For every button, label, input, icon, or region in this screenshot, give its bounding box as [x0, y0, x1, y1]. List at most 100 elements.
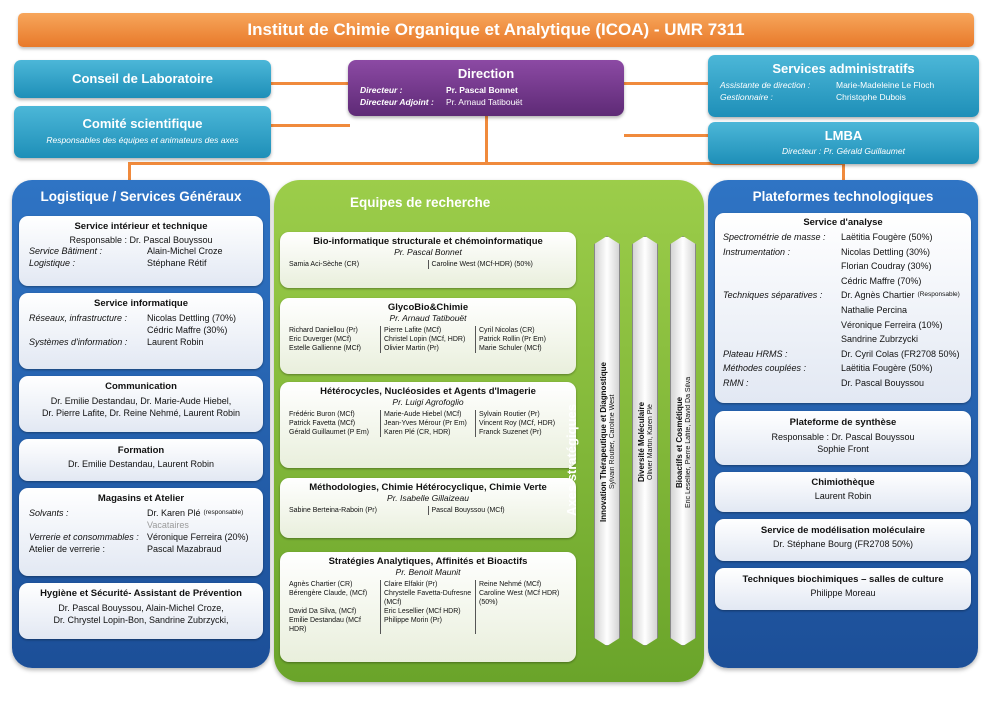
analyse-row: Spectrométrie de masse :Laëtitia Fougère… — [723, 230, 963, 245]
team-member: Frédéric Buron (MCf) — [289, 411, 355, 418]
synthese-title: Plateforme de synthèse — [789, 417, 897, 428]
communication-title: Communication — [105, 381, 177, 392]
chimiotheque-line: Laurent Robin — [814, 491, 872, 501]
row-key: Systèmes d'information : — [29, 337, 128, 347]
member-column: Marie-Aude Hiebel (MCf)Jean-Yves Mérour … — [380, 410, 475, 437]
row-key — [723, 332, 841, 347]
team-member: Estelle Gallienne (MCf) — [289, 345, 361, 352]
row-key — [723, 303, 841, 318]
team-member: David Da Silva, (MCf) — [289, 608, 357, 615]
row-key: Techniques séparatives : — [723, 290, 823, 301]
team-lead: Pr. Isabelle Gillaizeau — [387, 493, 469, 503]
magasins-title: Magasins et Atelier — [97, 493, 185, 504]
team-member: Marie Schuler (MCf) — [479, 345, 542, 352]
hygiene-line: Dr. Pascal Bouyssou, Alain-Michel Croze, — [58, 603, 224, 613]
team-member: Sylvain Routier (Pr) — [479, 411, 540, 418]
analyse-row: RMN :Dr. Pascal Bouyssou — [723, 376, 963, 391]
lmba-subtitle: Directeur : Pr. Gérald Guillaumet — [782, 146, 905, 156]
modelisation-line: Dr. Stéphane Bourg (FR2708 50%) — [772, 539, 914, 549]
member-column: Claire Elfakir (Pr)Chrystelle Favetta-Du… — [380, 580, 475, 634]
analyse-row: Instrumentation :Nicolas Dettling (30%) — [723, 245, 963, 260]
formation-line: Dr. Emilie Destandau, Laurent Robin — [67, 459, 215, 469]
service-info-row: Cédric Maffre (30%) — [29, 324, 253, 336]
row-value: Cédric Maffre (70%) — [841, 275, 922, 286]
team-member: Vincent Roy (MCf, HDR) — [479, 420, 556, 427]
direction-value: Pr. Pascal Bonnet — [446, 85, 518, 95]
team-card: Hétérocycles, Nucléosides et Agents d'Im… — [280, 382, 576, 468]
hygiene-card: Hygiène et Sécurité- Assistant de Préven… — [19, 583, 263, 639]
team-member: Pascal Bouyssou (MCf) — [431, 507, 505, 514]
row-key — [29, 519, 147, 531]
services-admin-value: Christophe Dubois — [836, 92, 906, 102]
team-member: Patrick Favetta (MCf) — [289, 420, 356, 427]
row-value: Dr. Cyril Colas (FR2708 50%) — [841, 348, 960, 359]
magasins-row: Vacataires — [29, 519, 253, 531]
team-member: Philippe Morin (Pr) — [384, 617, 442, 624]
team-member: Sabine Berteina-Raboin (Pr) — [289, 507, 377, 514]
team-member: Caroline West (MCf-HDR) (50%) — [431, 261, 533, 268]
service-info-card: Service informatique Réseaux, infrastruc… — [19, 293, 263, 369]
equipes-title: Equipes de recherche — [350, 195, 491, 210]
team-members: Richard Daniellou (Pr)Eric Duverger (MCf… — [286, 326, 570, 353]
row-note: (responsable) — [203, 509, 244, 516]
axis-title: Bioactifs et Cosmétique — [675, 396, 684, 488]
connector-horizontal — [128, 162, 844, 165]
direction-key: Directeur Adjoint : — [360, 97, 434, 107]
team-member: (MCf) — [384, 599, 402, 606]
axis-title: Innovation Thérapeutique et Diagnostique — [599, 362, 608, 523]
team-member: Claire Elfakir (Pr) — [384, 581, 438, 588]
services-admin-key: Gestionnaire : — [720, 92, 773, 102]
row-value: Pascal Mazabraud — [147, 544, 222, 554]
connector-right — [624, 82, 708, 85]
team-member: Agnès Chartier (CR) — [289, 581, 353, 588]
service-info-row: Réseaux, infrastructure :Nicolas Dettlin… — [29, 312, 253, 324]
row-value: Alain-Michel Croze — [147, 246, 223, 256]
direction-rows: Directeur :Pr. Pascal Bonnet Directeur A… — [348, 84, 624, 108]
team-member: Reine Nehmé (MCf) — [479, 581, 542, 588]
axis-members: Eric Lesellier, Pierre Lafite, David Da … — [685, 376, 692, 508]
row-key: Plateau HRMS : — [723, 348, 788, 359]
plateformes-column: Plateformes technologiques Service d'ana… — [708, 180, 978, 668]
connector-left-2 — [270, 124, 350, 127]
conseil-box: Conseil de Laboratoire — [14, 60, 271, 98]
member-column: Caroline West (MCf-HDR) (50%) — [427, 260, 571, 269]
team-member: Samia Aci-Sèche (CR) — [289, 261, 360, 268]
member-column: Samia Aci-Sèche (CR) — [286, 260, 428, 269]
formation-title: Formation — [117, 445, 165, 456]
page-title: Institut de Chimie Organique et Analytiq… — [18, 13, 974, 47]
comite-subtitle: Responsables des équipes et animateurs d… — [46, 135, 239, 145]
team-member: Pierre Lafite (MCf) — [384, 327, 442, 334]
service-interieur-row: Service Bâtiment :Alain-Michel Croze — [29, 245, 253, 257]
row-key — [29, 324, 147, 336]
row-value: Vacataires — [147, 520, 189, 530]
biochimiques-line: Philippe Moreau — [810, 588, 876, 598]
team-member: (50%) — [479, 599, 498, 606]
row-key: Logistique : — [29, 258, 76, 268]
service-interieur-card: Service intérieur et technique Responsab… — [19, 216, 263, 286]
formation-card: Formation Dr. Emilie Destandau, Laurent … — [19, 439, 263, 481]
team-members: Sabine Berteina-Raboin (Pr) Pascal Bouyss… — [286, 506, 570, 515]
services-admin-key: Assistante de direction : — [720, 80, 811, 90]
team-members: Samia Aci-Sèche (CR) Caroline West (MCf-H… — [286, 260, 570, 269]
row-key: Solvants : — [29, 508, 69, 518]
team-member: Cyril Nicolas (CR) — [479, 327, 535, 334]
member-column: Sabine Berteina-Raboin (Pr) — [286, 506, 428, 515]
connector-drop-right — [842, 162, 845, 182]
team-members: Frédéric Buron (MCf) Patrick Favetta (MCf… — [286, 410, 570, 437]
row-value: Dr. Karen Plé — [147, 508, 201, 518]
team-member: Emilie Destandau (MCf HDR) — [289, 617, 361, 633]
direction-title: Direction — [457, 66, 515, 81]
team-member: Gérald Guillaumet (P Em) — [289, 429, 370, 436]
axis-panel-1: Innovation Thérapeutique et Diagnostique… — [594, 236, 620, 646]
team-member: Eric Duverger (MCf) — [289, 336, 352, 343]
chimiotheque-card: Chimiothèque Laurent Robin — [715, 472, 971, 512]
analyse-rows: Spectrométrie de masse :Laëtitia Fougère… — [723, 230, 963, 391]
biochimiques-card: Techniques biochimiques – salles de cult… — [715, 568, 971, 610]
row-value: Dr. Agnès Chartier — [841, 290, 915, 301]
communication-line: Dr. Emilie Destandau, Dr. Marie-Aude Hie… — [50, 396, 232, 406]
row-value: Nicolas Dettling (70%) — [147, 313, 237, 323]
connector-down — [485, 112, 488, 164]
member-column: Pascal Bouyssou (MCf) — [427, 506, 571, 515]
axes-label-text: Axes stratégiques — [564, 404, 579, 516]
conseil-title: Conseil de Laboratoire — [72, 71, 213, 86]
